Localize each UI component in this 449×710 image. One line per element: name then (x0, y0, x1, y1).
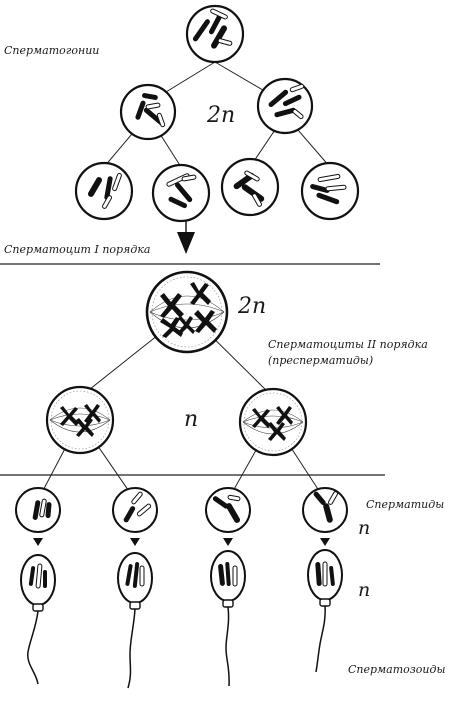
ploidy-label: n (358, 579, 371, 601)
spermatogonium-cell (256, 77, 314, 135)
spermatid-cell (112, 487, 158, 533)
spermatozoa-label: Сперматозоиды (348, 663, 446, 676)
spermatid-cell (15, 487, 61, 533)
down-arrow-icon (320, 538, 330, 546)
ploidy-label: n (358, 517, 371, 539)
down-arrow-icon (33, 538, 43, 546)
down-arrow-icon (223, 538, 233, 546)
spermatozoon (117, 552, 153, 689)
spermatozoon (307, 549, 343, 673)
primary-spermatocyte-label: Сперматоцит I порядка (4, 243, 151, 256)
spermatogonium-cell (220, 157, 280, 217)
spermatogonium-cell (185, 4, 245, 64)
ploidy-label: 2n (238, 294, 267, 319)
spermatids-label: Сперматиды (366, 498, 445, 511)
ploidy-label: n (184, 407, 199, 432)
down-arrow-icon (130, 538, 140, 546)
spermatogonia-label: Сперматогонии (4, 44, 100, 57)
spermatogonium-cell (119, 83, 177, 141)
secondary-spermatocyte-cell (238, 387, 308, 457)
spermatozoon (210, 550, 246, 687)
spermatogonium-cell (74, 161, 134, 221)
spermatid-cell (302, 487, 348, 533)
secondary-spermatocyte-cell (45, 385, 115, 455)
ploidy-label: 2n (207, 103, 236, 128)
primary-spermatocyte-cell (145, 270, 229, 354)
spermatozoon (20, 554, 56, 685)
spermatid-cell (205, 487, 251, 533)
spermatogonium-cell (151, 163, 211, 223)
secondary-spermatocytes-label: Сперматоциты II порядка (268, 338, 428, 351)
spermatogonium-cell (300, 161, 360, 221)
prespermatids-label: (преспермaтиды) (268, 354, 374, 367)
